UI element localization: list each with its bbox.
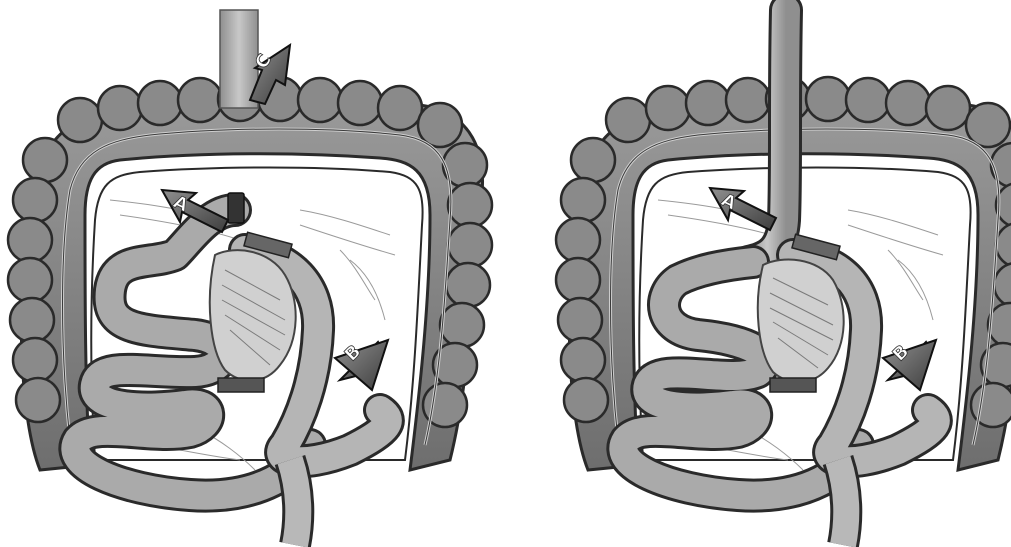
left-panel: A B C (8, 10, 492, 545)
clamp-low-right (770, 378, 816, 392)
clamp-top-left (228, 193, 244, 223)
clamp-low-left (218, 378, 264, 392)
right-panel: A B (556, 10, 1011, 545)
central-organ-right (758, 260, 844, 383)
